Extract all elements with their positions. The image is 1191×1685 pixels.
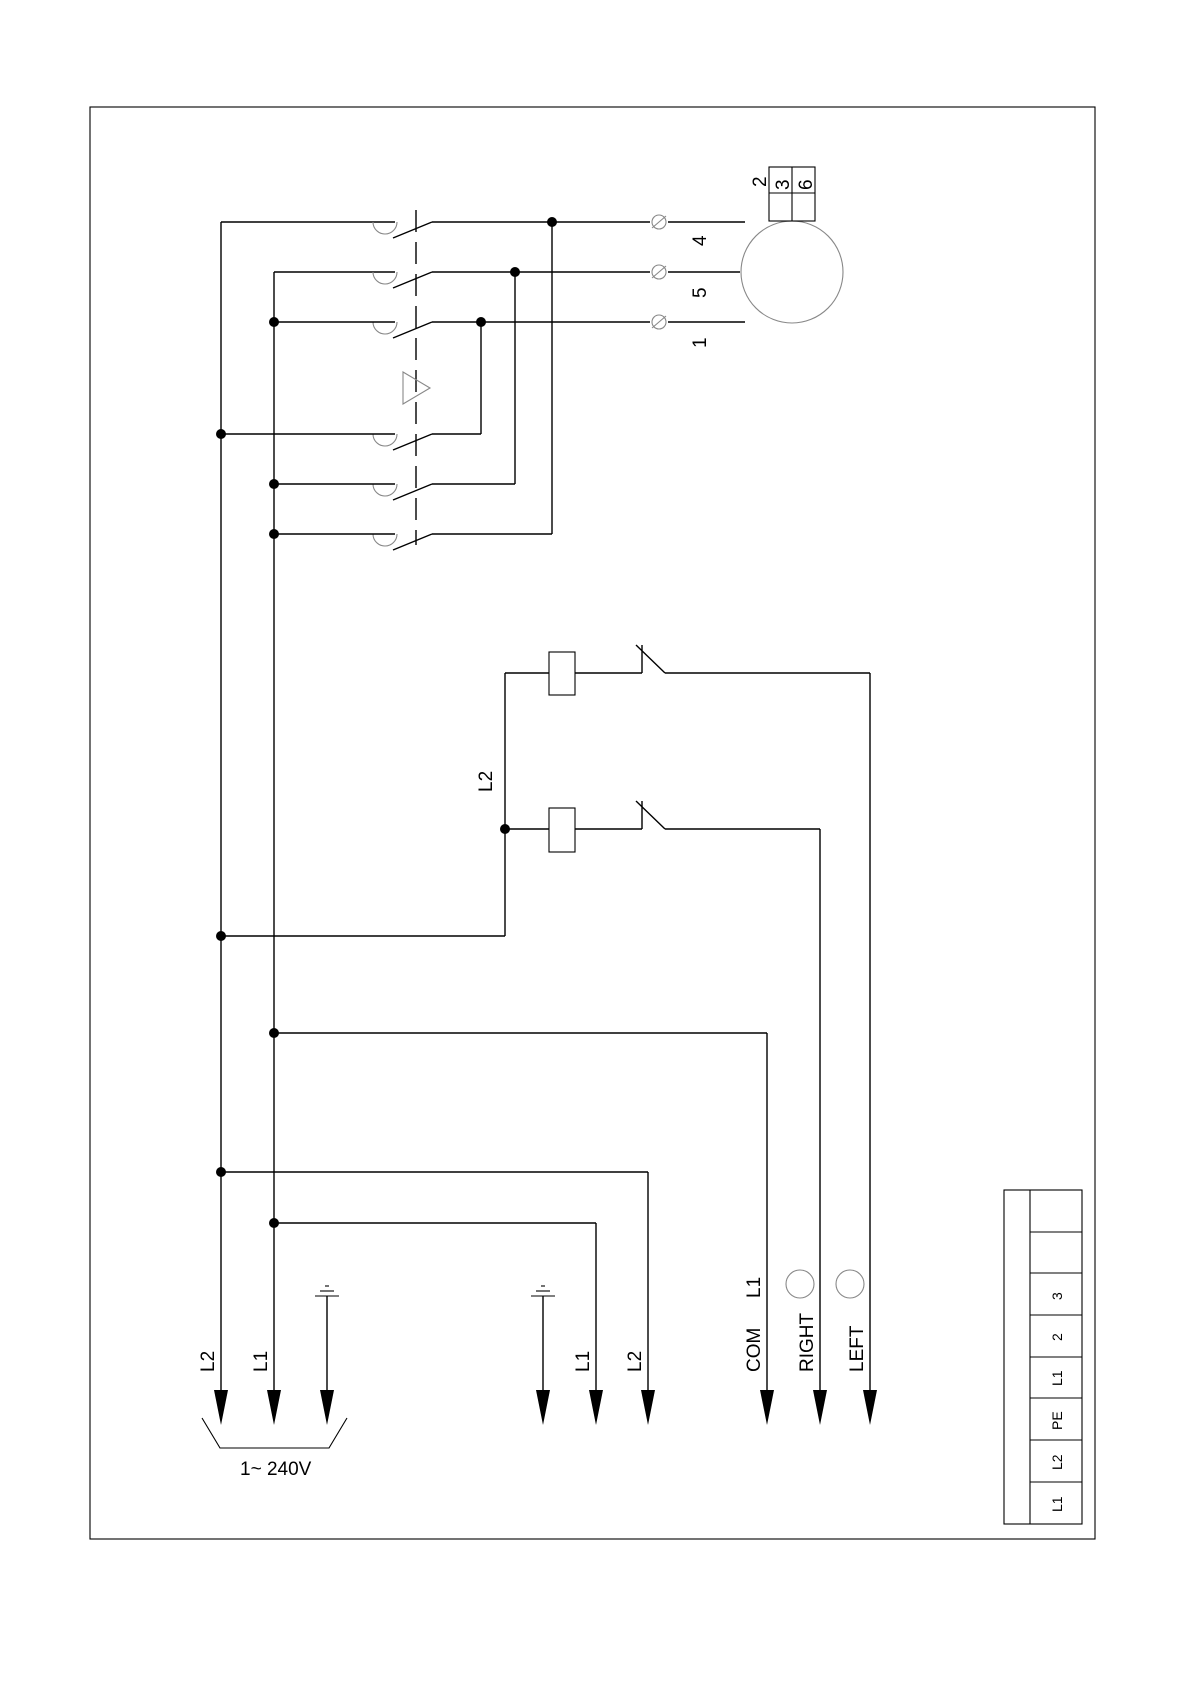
supply-l2-label: L2 [198,1351,219,1372]
terminal-cell-4: L1 [1049,1370,1065,1386]
motor: 2 3 6 4 5 1 [690,167,843,348]
supply-l1-label: L1 [251,1351,272,1372]
arrow-com [760,1390,774,1425]
terminal-cell-5: 2 [1049,1333,1065,1341]
motor-feed-wiring [481,215,745,534]
earth-symbol-supply [315,1286,339,1296]
out-l1-label: L1 [573,1351,594,1372]
arrow-supply-l2 [214,1390,228,1425]
coil-bus-l2-label: L2 [476,771,497,792]
left-indicator-lamp [836,1270,864,1298]
arrow-supply-pe [320,1390,334,1425]
com-label: COM [744,1328,765,1372]
supply-bus [221,222,395,1390]
motor-terminal-5: 5 [690,287,711,298]
right-label: RIGHT [797,1313,818,1373]
motor-terminal-4: 4 [690,235,711,246]
motor-terminal-3: 3 [773,179,794,190]
right-indicator-lamp [786,1270,814,1298]
terminal-cell-3: PE [1049,1411,1065,1430]
left-label: LEFT [847,1325,868,1372]
output-branches [221,1033,767,1390]
motor-terminal-2: 2 [750,176,771,187]
motor-terminal-6: 6 [796,179,817,190]
arrow-left [863,1390,877,1425]
terminal-cell-1: L1 [1049,1496,1065,1512]
com-l1-label: L1 [744,1277,765,1298]
coil-circuit: L2 [221,645,870,1390]
arrow-out-l1 [589,1390,603,1425]
terminal-cell-2: L2 [1049,1454,1065,1470]
supply-voltage-label: 1~ 240V [240,1459,312,1480]
arrow-out-l2 [641,1390,655,1425]
earth-symbol-output [531,1286,555,1296]
arrow-out-pe [536,1390,550,1425]
junction-dots [216,217,557,1228]
arrowheads [214,1390,877,1425]
terminal-block: L1 L2 PE L1 2 3 [1004,1190,1082,1524]
arrow-right [813,1390,827,1425]
arrow-supply-l1 [267,1390,281,1425]
terminal-cell-6: 3 [1049,1292,1065,1300]
contactor-block [221,210,552,550]
motor-terminal-1: 1 [690,337,711,348]
out-l2-label: L2 [625,1351,646,1372]
